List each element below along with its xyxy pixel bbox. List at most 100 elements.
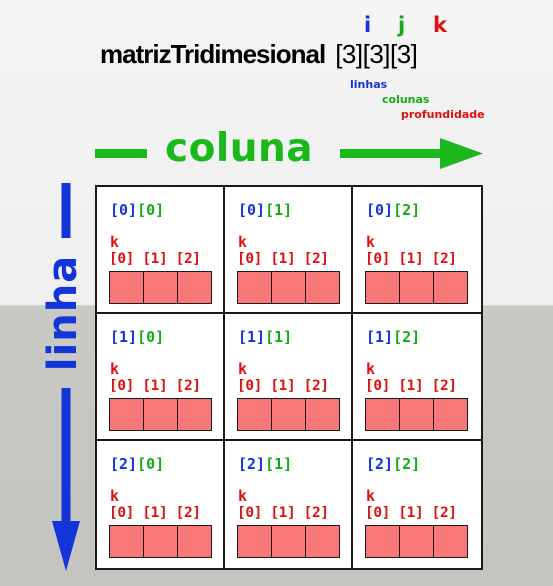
depth-element: [366, 272, 400, 303]
row-arrow-shaft: [61, 388, 71, 528]
depth-element: [110, 399, 144, 430]
depth-element: [272, 399, 306, 430]
column-index: [1]: [265, 455, 293, 473]
row-index: [0]: [366, 201, 394, 219]
depth-array: [237, 525, 340, 558]
cell-index: [2][0]: [110, 455, 164, 473]
array-dimensions: [3][3][3]: [335, 39, 418, 69]
legend-profundidade: profundidade: [401, 108, 485, 121]
cell-index: [1][0]: [110, 328, 164, 346]
depth-label: k: [366, 360, 376, 378]
column-index: [1]: [265, 328, 293, 346]
depth-array: [109, 525, 212, 558]
depth-element: [144, 526, 178, 557]
depth-element: [434, 526, 467, 557]
column-arrowhead: [440, 138, 483, 169]
cell-index: [0][1]: [238, 201, 292, 219]
depth-element: [272, 272, 306, 303]
depth-indices: [0] [1] [2]: [365, 378, 457, 394]
matrix-cell: [0][0]k[0] [1] [2]: [97, 187, 225, 314]
depth-array: [365, 271, 468, 304]
row-index: [2]: [238, 455, 266, 473]
depth-label: k: [238, 233, 248, 251]
row-index: [1]: [366, 328, 394, 346]
column-arrow-shaft: [340, 149, 450, 158]
cell-index: [1][2]: [366, 328, 420, 346]
depth-indices: [0] [1] [2]: [109, 378, 201, 394]
depth-element: [178, 526, 211, 557]
column-axis-label: coluna: [165, 126, 314, 171]
depth-element: [306, 526, 339, 557]
depth-element: [238, 399, 272, 430]
cell-index: [1][1]: [238, 328, 292, 346]
depth-array: [237, 398, 340, 431]
matrix-cell: [0][1] k[0] [1] [2]: [225, 187, 353, 314]
row-arrowhead: [52, 521, 80, 571]
row-index: [0]: [110, 201, 138, 219]
row-arrow-tail: [61, 183, 71, 238]
depth-array: [365, 398, 468, 431]
cell-index: [0][2]: [366, 201, 420, 219]
depth-element: [110, 526, 144, 557]
depth-element: [306, 399, 339, 430]
row-index: [2]: [366, 455, 394, 473]
column-index: [0]: [137, 455, 165, 473]
depth-label: k: [110, 360, 120, 378]
depth-element: [400, 399, 434, 430]
depth-element: [272, 526, 306, 557]
depth-array: [109, 398, 212, 431]
depth-indices: [0] [1] [2]: [109, 505, 201, 521]
row-axis-label: linha: [40, 254, 86, 372]
matrix-grid: [0][0]k[0] [1] [2][0][1]k[0] [1] [2][0][…: [95, 185, 483, 570]
depth-indices: [0] [1] [2]: [365, 251, 457, 267]
column-index: [2]: [393, 328, 421, 346]
column-index: [0]: [137, 201, 165, 219]
depth-array: [109, 271, 212, 304]
depth-label: k: [238, 360, 248, 378]
depth-indices: [0] [1] [2]: [237, 378, 329, 394]
depth-element: [366, 526, 400, 557]
depth-array: [237, 271, 340, 304]
row-index: [0]: [238, 201, 266, 219]
depth-element: [110, 272, 144, 303]
depth-label: k: [238, 487, 248, 505]
matrix-cell: [2][1] k[0] [1] [2]: [225, 441, 353, 568]
depth-element: [238, 526, 272, 557]
legend-linhas: linhas: [350, 78, 388, 91]
depth-label: k: [110, 487, 120, 505]
depth-label: k: [110, 233, 120, 251]
legend-colunas: colunas: [382, 93, 430, 106]
row-arrow: [52, 183, 80, 571]
matrix-cell: [1][1] k[0] [1] [2]: [225, 314, 353, 441]
column-index: [0]: [137, 328, 165, 346]
depth-label: k: [366, 487, 376, 505]
column-index: [1]: [265, 201, 293, 219]
depth-element: [434, 272, 467, 303]
index-letter-i: i: [364, 13, 372, 37]
depth-element: [306, 272, 339, 303]
column-arrow-tail: [95, 149, 147, 158]
cell-index: [0][0]: [110, 201, 164, 219]
depth-element: [144, 272, 178, 303]
depth-array: [365, 525, 468, 558]
depth-indices: [0] [1] [2]: [237, 251, 329, 267]
row-index: [1]: [110, 328, 138, 346]
depth-element: [178, 272, 211, 303]
cell-index: [2][2]: [366, 455, 420, 473]
depth-element: [400, 526, 434, 557]
matrix-cell: [1][0] k[0] [1] [2]: [97, 314, 225, 441]
depth-indices: [0] [1] [2]: [237, 505, 329, 521]
matrix-cell: [2][2] k[0] [1] [2]: [353, 441, 481, 568]
depth-element: [144, 399, 178, 430]
column-index: [2]: [393, 201, 421, 219]
column-index: [2]: [393, 455, 421, 473]
depth-element: [366, 399, 400, 430]
depth-indices: [0] [1] [2]: [365, 505, 457, 521]
array-declaration: matrizTridimesional[3][3][3]: [100, 39, 418, 70]
column-arrow: [95, 138, 483, 169]
matrix-cell: [2][0] k[0] [1] [2]: [97, 441, 225, 568]
index-letter-j: j: [398, 13, 406, 37]
depth-element: [178, 399, 211, 430]
depth-element: [434, 399, 467, 430]
index-letter-k: k: [433, 13, 447, 37]
